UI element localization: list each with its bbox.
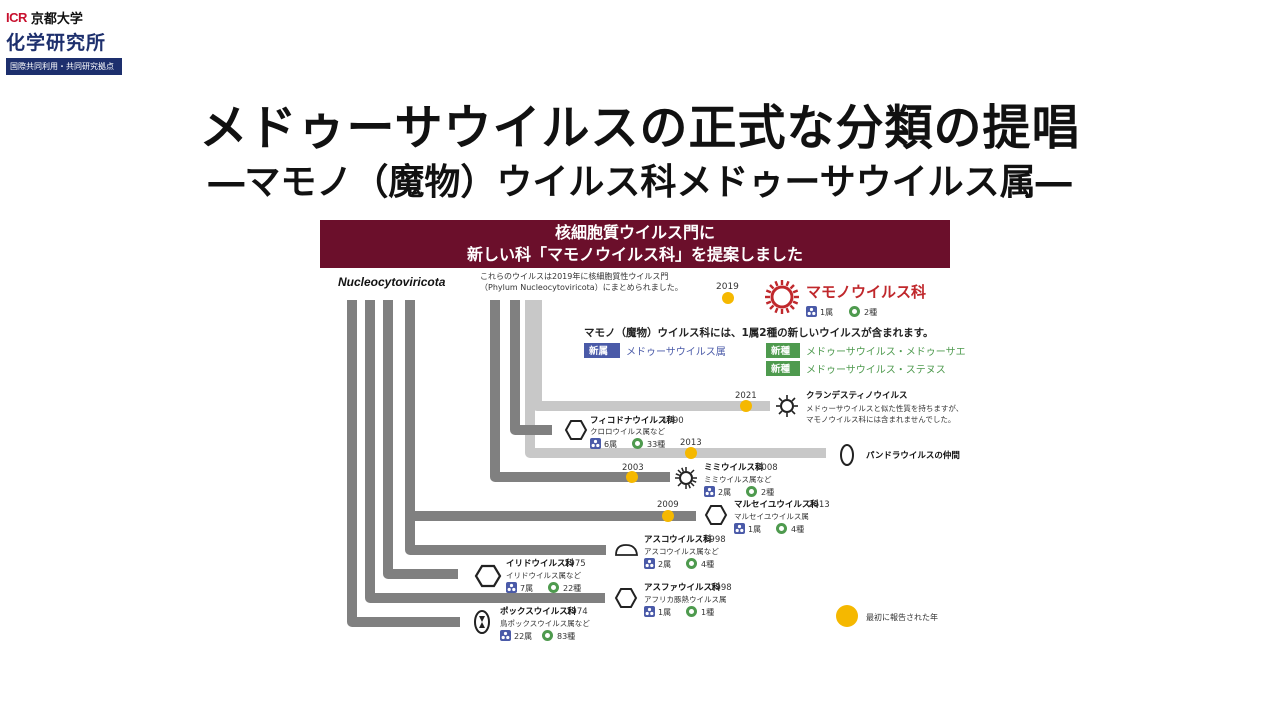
asfar-sub: アフリカ豚熱ウイルス属: [644, 594, 727, 604]
page-title: メドゥーサウイルスの正式な分類の提唱: [199, 100, 1081, 156]
root-label: Nucleocytoviricota: [338, 275, 446, 289]
phyco-virus-icon: [564, 420, 588, 440]
phyco-genera: 6属: [604, 440, 617, 449]
asco-genera: 2属: [658, 560, 671, 569]
phyco-name: フィコドナウイルス科: [590, 415, 675, 426]
pox-year: 1974: [566, 607, 588, 617]
mamono-year: 2019: [716, 282, 739, 292]
mamono-virus-icon: [765, 280, 799, 314]
pox-name: ポックスウイルス科: [500, 606, 577, 617]
branch-clandestino: [532, 300, 770, 411]
root-note-1: これらのウイルスは2019年に核細胞質性ウイルス門: [480, 271, 668, 281]
irido-species: 22種: [563, 583, 581, 593]
banner-line1: 核細胞質ウイルス門に: [554, 223, 715, 242]
asco-virus-icon: [615, 544, 638, 556]
branch-irido: [383, 300, 458, 579]
irido-genera: 7属: [520, 584, 533, 593]
asfar-name: アスファウイルス科: [644, 582, 721, 593]
clandestino-desc-1: メドゥーサウイルスと似た性質を持ちますが、: [806, 403, 963, 413]
year-dot-2003: [626, 471, 638, 483]
diagram-banner: 核細胞質ウイルス門に 新しい科「マモノウイルス科」を提案しました: [320, 220, 950, 268]
new-genus-tag: 新属: [589, 345, 608, 357]
species-1-name: メドゥーサウイルス・メドゥーサエ: [806, 346, 966, 358]
species-2-name: メドゥーサウイルス・ステヌス: [806, 364, 946, 376]
pox-sub: 鳥ポックスウイルス属など: [500, 618, 590, 628]
phyco-sub: クロロウイルス属など: [590, 427, 665, 436]
year-dot-2013: [685, 447, 697, 459]
year-dot-2019: [722, 292, 734, 304]
branch-mimi: [490, 300, 670, 482]
marseille-name: マルセイユウイルス科: [734, 499, 819, 510]
branch-phyco: [510, 300, 552, 435]
mimi-species: 2種: [761, 487, 774, 497]
branch-asco: [405, 300, 606, 555]
clandestino-desc-2: マモノウイルス科には含まれませんでした。: [806, 414, 955, 424]
mamono-name: マモノウイルス科: [806, 283, 926, 301]
pox-virus-icon: [474, 610, 490, 634]
asfar-year: 1998: [710, 583, 732, 593]
year-dot-2021: [740, 400, 752, 412]
legend-label: 最初に報告された年: [866, 612, 938, 622]
new-genus-tag-bg: [584, 343, 620, 358]
new-species-tag-2: 新種: [771, 363, 791, 375]
marseille-genera: 1属: [748, 525, 761, 534]
phyco-species: 33種: [647, 439, 665, 449]
light-branches: [525, 300, 826, 458]
clandestino-name: クランデスティノウイルス: [806, 390, 908, 401]
clandestino-virus-icon: [776, 395, 798, 417]
new-species-tag-1: 新種: [771, 345, 791, 357]
branch-asfar: [365, 300, 605, 603]
marseille-species: 4種: [791, 524, 804, 534]
dark-branches: [347, 300, 696, 627]
irido-year: 1975: [564, 559, 586, 569]
new-species-tag-bg-2: [766, 361, 800, 376]
marseille-mark-year: 2009: [657, 500, 679, 510]
mamono-genera: 1属: [820, 308, 833, 317]
year-dots: [626, 292, 752, 522]
asfar-genera: 1属: [658, 608, 671, 617]
icr-logo-mark: ICR: [6, 9, 27, 25]
pandora-virus-icon: [840, 444, 854, 466]
asco-year: 1998: [704, 535, 726, 545]
mamono-species: 2種: [864, 307, 877, 317]
asfar-virus-icon: [614, 588, 638, 608]
mamono-note: マモノ（魔物）ウイルス科には、1属2種の新しいウイルスが含まれます。: [584, 326, 934, 339]
phyco-year: 1990: [662, 416, 684, 426]
mimi-sub: ミミウイルス属など: [704, 475, 772, 484]
asco-name: アスコウイルス科: [644, 534, 712, 545]
asco-species: 4種: [701, 559, 714, 569]
mimi-virus-icon: [675, 467, 697, 489]
institute-name: 化学研究所: [6, 32, 107, 54]
marseille-sub: マルセイユウイルス属: [734, 512, 809, 521]
branch-pandora: [525, 300, 826, 458]
legend-dot: [836, 605, 858, 627]
clandestino-year: 2021: [735, 391, 757, 401]
pox-species: 83種: [557, 631, 575, 641]
branch-pox: [347, 300, 460, 627]
year-dot-2009: [662, 510, 674, 522]
institute-strip: 国際共同利用・共同研究拠点: [6, 58, 122, 75]
pandora-name: パンドラウイルスの仲間: [866, 450, 960, 461]
mimi-name: ミミウイルス科: [704, 462, 764, 473]
mimi-mark-year: 2003: [622, 463, 644, 473]
marseille-year: 2013: [808, 500, 830, 510]
pox-genera: 22属: [514, 632, 532, 641]
new-genus-name: メドゥーサウイルス属: [626, 346, 726, 358]
irido-sub: イリドウイルス属など: [506, 571, 581, 580]
root-note-2: （Phylum Nucleocytoviricota）にまとめられました。: [480, 283, 683, 292]
banner-line2: 新しい科「マモノウイルス科」を提案しました: [466, 245, 803, 264]
asfar-species: 1種: [701, 607, 714, 617]
irido-virus-icon: [474, 564, 502, 588]
institute-logo: ICR 京都大学 化学研究所 国際共同利用・共同研究拠点: [6, 8, 126, 82]
mimi-genera: 2属: [718, 488, 731, 497]
irido-name: イリドウイルス科: [506, 558, 575, 569]
page-subtitle: ―マモノ（魔物）ウイルス科メドゥーサウイルス属―: [208, 162, 1072, 203]
new-species-tag-bg-1: [766, 343, 800, 358]
mimi-year: 2008: [756, 463, 778, 473]
pandora-year: 2013: [680, 438, 702, 448]
university-name: 京都大学: [30, 11, 83, 27]
asco-sub: アスコウイルス属など: [644, 547, 719, 556]
marseille-virus-icon: [704, 505, 728, 525]
